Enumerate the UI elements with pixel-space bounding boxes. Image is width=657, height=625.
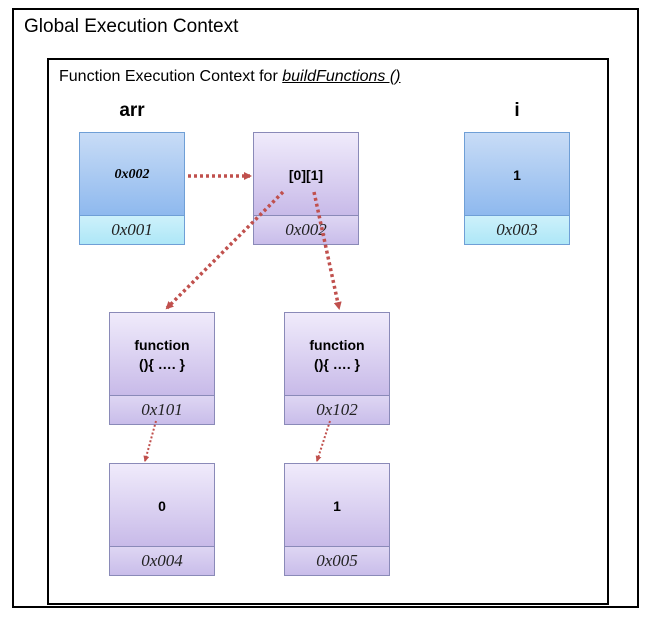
value-0-value: 0	[110, 464, 214, 548]
function-0-body: function (){ …. }	[110, 313, 214, 397]
global-context-title: Global Execution Context	[24, 16, 239, 37]
function-context-title: Function Execution Context for buildFunc…	[59, 68, 401, 86]
function-0-box: function (){ …. } 0x101	[109, 312, 215, 425]
i-value: 1	[465, 133, 569, 217]
global-execution-context: Global Execution Context	[12, 8, 639, 608]
array-value: [0][1]	[254, 133, 358, 217]
value-1-address: 0x005	[285, 546, 389, 575]
function-0-line2: (){ …. }	[139, 356, 185, 372]
i-address: 0x003	[465, 215, 569, 244]
function-0-line1: function	[134, 337, 190, 354]
arr-value: 0x002	[80, 133, 184, 217]
function-1-box: function (){ …. } 0x102	[284, 312, 390, 425]
function-context-prefix: Function Execution Context for	[59, 68, 283, 85]
i-variable-box: 1 0x003	[464, 132, 570, 245]
array-object-box: [0][1] 0x002	[253, 132, 359, 245]
value-0-address: 0x004	[110, 546, 214, 575]
function-execution-context: Function Execution Context for buildFunc…	[47, 58, 609, 605]
function-1-line2: (){ …. }	[314, 356, 360, 372]
function-1-address: 0x102	[285, 395, 389, 424]
function-0-address: 0x101	[110, 395, 214, 424]
arr-variable-box: 0x002 0x001	[79, 132, 185, 245]
function-1-body: function (){ …. }	[285, 313, 389, 397]
value-0-box: 0 0x004	[109, 463, 215, 576]
arr-address: 0x001	[80, 215, 184, 244]
value-1-value: 1	[285, 464, 389, 548]
function-1-line1: function	[309, 337, 365, 354]
array-address: 0x002	[254, 215, 358, 244]
i-label: i	[514, 100, 520, 121]
arr-label: arr	[119, 100, 145, 121]
value-1-box: 1 0x005	[284, 463, 390, 576]
function-name: buildFunctions ()	[282, 68, 401, 85]
